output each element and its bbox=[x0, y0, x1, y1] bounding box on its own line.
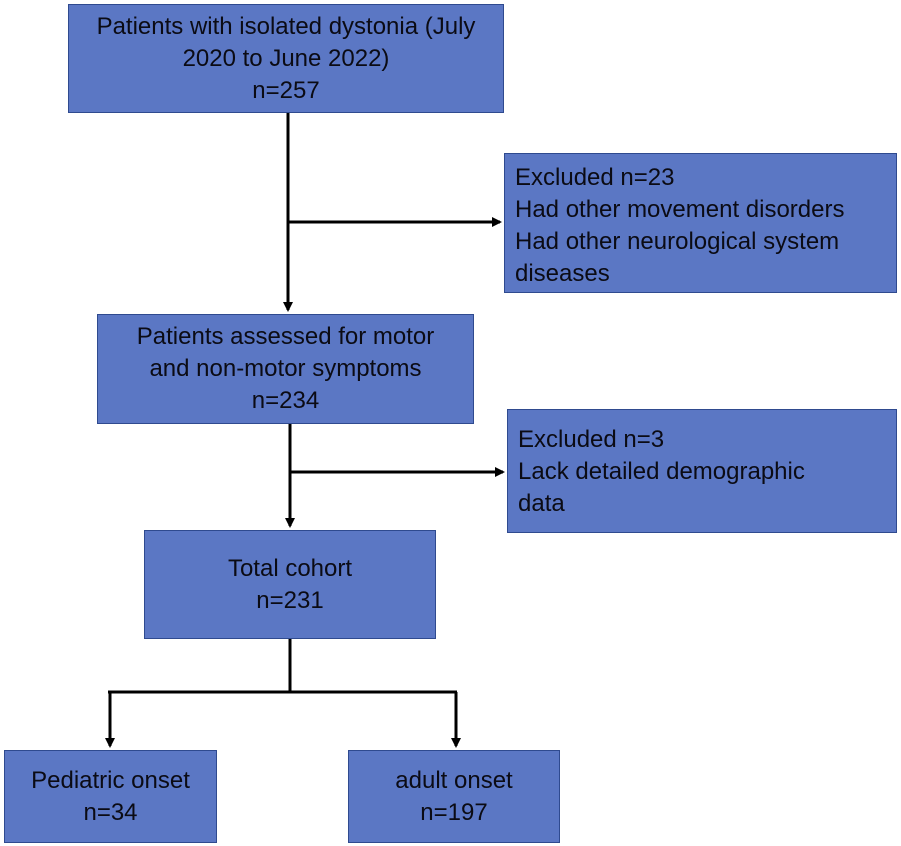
excluded-1-line-2: Had other movement disorders bbox=[515, 196, 845, 223]
adult-count: n=197 bbox=[420, 798, 488, 826]
enrolled-count: n=257 bbox=[252, 76, 320, 104]
assessed-line-1: Patients assessed for motor bbox=[136, 323, 435, 350]
excluded-2-line-1: Excluded n=3 bbox=[518, 426, 665, 453]
pediatric-count: n=34 bbox=[83, 798, 138, 826]
enrolled-line-1: Patients with isolated dystonia (July bbox=[96, 12, 476, 40]
excluded-1-line-1: Excluded n=23 bbox=[515, 164, 675, 191]
excluded-2-line-3: data bbox=[518, 490, 565, 517]
cohort-label: Total cohort bbox=[227, 554, 353, 582]
assessed-box: Patients assessed for motor and non-moto… bbox=[97, 314, 474, 424]
adult-box: adult onset n=197 bbox=[348, 750, 560, 843]
excluded-2-line-2: Lack detailed demographic bbox=[518, 458, 805, 485]
pediatric-label: Pediatric onset bbox=[31, 766, 190, 794]
cohort-count: n=231 bbox=[256, 586, 324, 614]
assessed-line-2: and non-motor symptoms bbox=[149, 355, 422, 382]
enrolled-line-2: 2020 to June 2022) bbox=[182, 44, 390, 72]
excluded-box-2: Excluded n=3 Lack detailed demographic d… bbox=[507, 409, 897, 533]
assessed-count: n=234 bbox=[251, 387, 320, 414]
excluded-box-1: Excluded n=23 Had other movement disorde… bbox=[504, 153, 897, 293]
cohort-box: Total cohort n=231 bbox=[144, 530, 436, 639]
excluded-1-line-3: Had other neurological system bbox=[515, 228, 840, 255]
pediatric-box: Pediatric onset n=34 bbox=[4, 750, 217, 843]
adult-label: adult onset bbox=[395, 766, 513, 794]
enrolled-box: Patients with isolated dystonia (July 20… bbox=[68, 4, 504, 113]
excluded-1-line-4: diseases bbox=[515, 260, 610, 287]
